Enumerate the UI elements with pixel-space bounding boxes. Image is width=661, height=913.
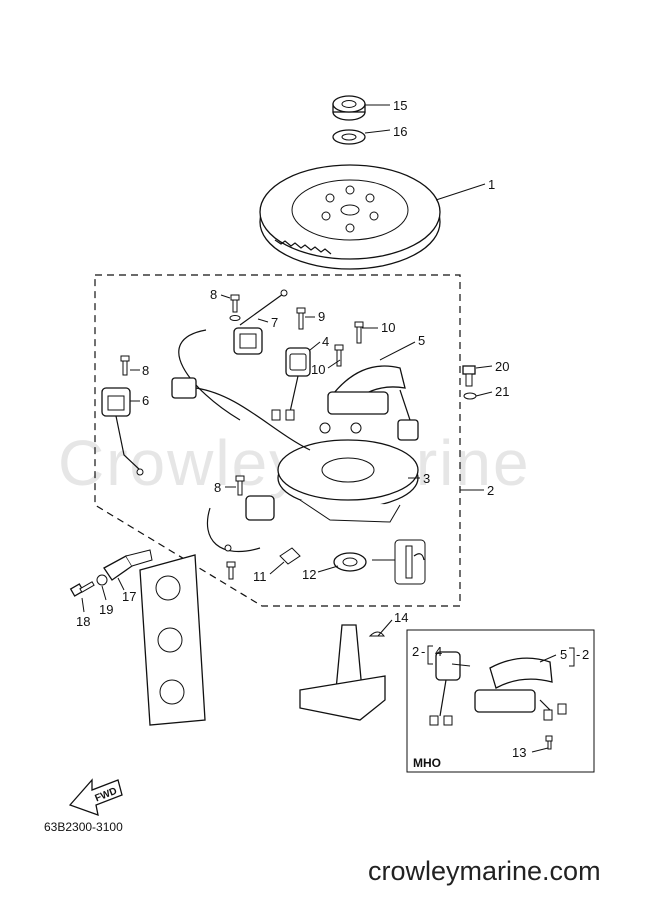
callout-8-left: 8 — [142, 363, 149, 378]
inset-callout-5: 5 — [560, 647, 567, 662]
callout-20: 20 — [495, 359, 509, 374]
callout-16: 16 — [393, 124, 407, 139]
stator-base-part-3 — [277, 422, 419, 523]
bolt-part-18 — [69, 581, 95, 597]
callout-8-lower: 8 — [214, 480, 221, 495]
screw-part-8-left — [120, 355, 130, 376]
washer-part-16 — [332, 129, 366, 145]
callout-2: 2 — [487, 483, 494, 498]
bracket-part-17 — [103, 549, 153, 581]
inset-callout-4: 4 — [435, 644, 442, 659]
inset-dash-left: - — [421, 644, 425, 659]
callout-7: 7 — [271, 315, 278, 330]
screw-part-8-lower — [235, 475, 245, 496]
clamp-part-11 — [279, 547, 301, 565]
reference-code: 63B2300-3100 — [44, 820, 123, 834]
callout-4: 4 — [322, 334, 329, 349]
callout-19: 19 — [99, 602, 113, 617]
inset-callout-2-right: 2 — [582, 647, 589, 662]
callout-18: 18 — [76, 614, 90, 629]
callout-8-upper: 8 — [210, 287, 217, 302]
screw-part-small-lower — [226, 561, 236, 580]
callout-12: 12 — [302, 567, 316, 582]
callout-11: 11 — [253, 569, 267, 584]
callout-6: 6 — [142, 393, 149, 408]
callout-3: 3 — [423, 471, 430, 486]
inset-tag-mho: MHO — [413, 756, 441, 770]
screw-part-10-right — [354, 321, 364, 344]
flywheel-part-1 — [259, 164, 441, 270]
callout-14: 14 — [394, 610, 408, 625]
screw-part-10-mid — [334, 344, 344, 367]
charge-coil-part-4 — [271, 347, 311, 421]
callout-10-mid: 10 — [311, 362, 325, 377]
engine-block-outline — [139, 554, 206, 726]
lighting-coil-part-5 — [327, 365, 419, 441]
callout-labels: 15 16 1 2 3 4 5 6 7 8 8 8 9 10 10 11 12 … — [76, 98, 589, 760]
washer-part-21 — [463, 392, 477, 400]
callout-15: 15 — [393, 98, 407, 113]
callout-13: 13 — [512, 745, 526, 760]
stator-assembly-boundary — [94, 274, 461, 607]
crankshaft-part — [299, 624, 386, 721]
screw-part-9 — [296, 307, 306, 330]
callout-21: 21 — [495, 384, 509, 399]
mho-inset — [406, 629, 595, 773]
oil-seal-part-12 — [333, 552, 367, 572]
callout-10-right: 10 — [381, 320, 395, 335]
leader-lines — [81, 104, 557, 753]
flywheel-nut-part-15 — [332, 95, 366, 121]
fwd-arrow-icon: FWD — [68, 778, 123, 816]
callout-17: 17 — [122, 589, 136, 604]
screw-part-8-upper — [229, 294, 241, 321]
callout-9: 9 — [318, 309, 325, 324]
watermark-footer: crowleymarine.com — [368, 856, 601, 886]
inset-bracket-left — [427, 645, 433, 665]
seal-orientation-detail — [372, 539, 426, 585]
coil-assembly-part-7 — [171, 289, 311, 451]
washer-part-19 — [96, 574, 108, 586]
woodruff-key-part-14 — [368, 631, 386, 637]
pulser-coil-part-6 — [101, 387, 144, 476]
lower-coil-part — [206, 495, 275, 553]
bolt-part-20 — [462, 365, 476, 387]
callout-5: 5 — [418, 333, 425, 348]
inset-bracket-right — [569, 647, 575, 667]
callout-1: 1 — [488, 177, 495, 192]
inset-dash-right: - — [576, 647, 580, 662]
inset-callout-2-left: 2 — [412, 644, 419, 659]
